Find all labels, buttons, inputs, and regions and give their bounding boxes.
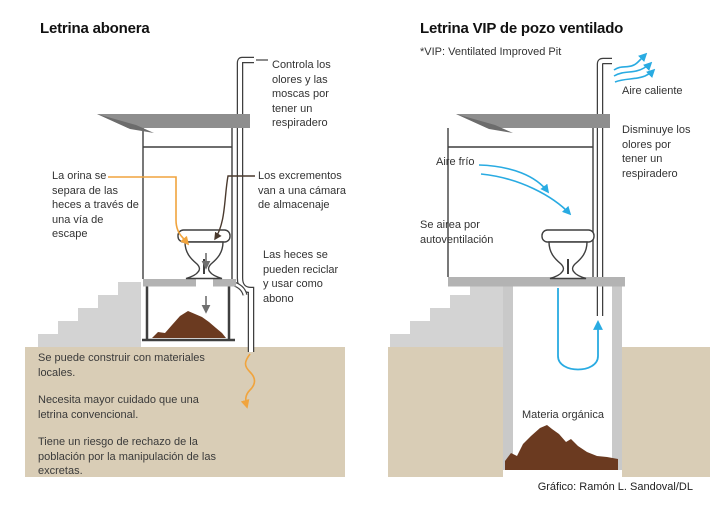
urine-soakaway-arrow (240, 353, 256, 409)
hot-air-arrow-2 (613, 61, 653, 77)
ground-right-a (388, 347, 503, 477)
floor-slab-right (448, 277, 625, 287)
compost-pile (152, 311, 226, 338)
roof-right (456, 114, 610, 128)
pit-airflow-arrow (557, 288, 603, 371)
label-odor-reduction: Disminuye los olores por tener un respir… (622, 124, 691, 180)
label-organic-matter: Materia orgánica (522, 409, 604, 421)
label-excrement-chamber: Los excrementos van a una cámara de alma… (258, 170, 347, 211)
pit-wall-left (503, 286, 513, 470)
roof-left-underside (97, 114, 154, 133)
note-rejection-risk: Tiene un riesgo de rechazo de la poblaci… (38, 436, 216, 477)
label-vent-control: Controla los olores y las moscas por ten… (272, 59, 331, 129)
stairs-left (38, 282, 141, 347)
ground-right-b (622, 347, 710, 477)
pit-wall-right (612, 286, 622, 470)
roof-left (97, 114, 250, 128)
stairs-right (390, 282, 503, 347)
composting-latrine-diagram (25, 56, 345, 477)
vent-pipe-inner (238, 58, 254, 352)
vip-vent-pipe-inner (598, 59, 612, 316)
excrement-leader-arrow (214, 175, 255, 241)
hot-air-arrow-1 (613, 52, 648, 71)
floor-slab-left-b (213, 279, 236, 287)
cold-air-arrow-2 (480, 173, 572, 216)
right-diagram-title: Letrina VIP de pozo ventilado (420, 20, 624, 37)
toilet-left (177, 229, 231, 280)
ground-notes: Se puede construir con materiales locale… (38, 351, 273, 492)
label-feces-recycle: Las heces se pueden reciclar y usar como… (263, 249, 339, 305)
label-urine-separation: La orina se separa de las heces a través… (52, 170, 139, 240)
urine-leader-arrow (108, 176, 190, 246)
cold-air-arrow-1 (478, 164, 550, 194)
vip-latrine-diagram (388, 52, 710, 477)
left-diagram-title: Letrina abonera (40, 20, 150, 37)
label-hot-air: Aire caliente (622, 85, 683, 97)
note-local-materials: Se puede construir con materiales locale… (38, 352, 205, 379)
ground-left (25, 347, 345, 477)
note-maintenance: Necesita mayor cuidado que una letrina c… (38, 394, 199, 421)
toilet-right (541, 229, 595, 280)
roof-right-underside (456, 114, 513, 133)
label-self-ventilation: Se airea por autoventilación (420, 219, 494, 246)
graphic-credit: Gráfico: Ramón L. Sandoval/DL (537, 481, 693, 493)
label-cold-air: Aire frío (436, 156, 475, 168)
hot-air-arrow-3 (614, 68, 656, 83)
organic-matter-pile (505, 425, 618, 470)
vip-acronym-note: *VIP: Ventilated Improved Pit (420, 46, 562, 58)
floor-slab-left-a (143, 279, 196, 287)
